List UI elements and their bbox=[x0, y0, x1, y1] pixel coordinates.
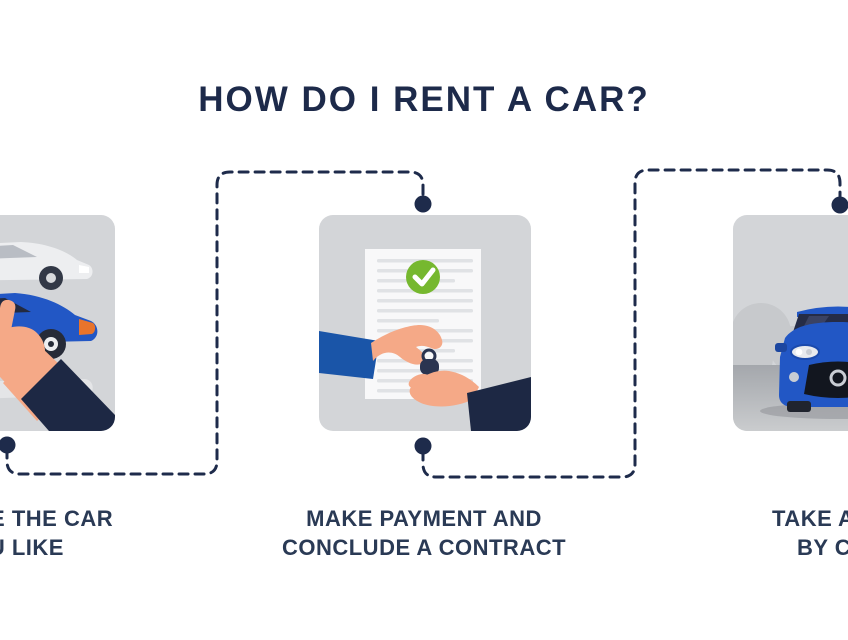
approved-checkmark-icon bbox=[406, 260, 440, 294]
step1-label: CHOOSE THE CAR YOU LIKE bbox=[0, 504, 113, 562]
step1-label-line2: YOU LIKE bbox=[0, 535, 64, 560]
fog-light bbox=[789, 372, 799, 382]
step3-label-line2: BY COURIER bbox=[797, 535, 848, 560]
white-car-side-icon bbox=[0, 242, 93, 290]
step3-illustration-panel bbox=[733, 215, 848, 431]
payment-contract-illustration bbox=[319, 249, 531, 431]
step3-label: TAKE A CAR BY COURIER bbox=[772, 504, 848, 562]
flow-dot-step1-bottom bbox=[0, 436, 16, 454]
step2-label-line1: MAKE PAYMENT AND bbox=[306, 506, 542, 531]
step1-illustration-panel bbox=[0, 215, 115, 431]
flow-dot-step2-top bbox=[414, 195, 432, 213]
flow-dot-step2-bottom bbox=[414, 437, 432, 455]
step2-label: MAKE PAYMENT AND CONCLUDE A CONTRACT bbox=[282, 504, 566, 562]
receiving-hand-icon bbox=[408, 370, 531, 431]
page-title: HOW DO I RENT A CAR? bbox=[198, 80, 650, 119]
flow-dot-step3-top bbox=[831, 196, 848, 214]
car-delivery-illustration bbox=[733, 303, 848, 431]
step2-label-line2: CONCLUDE A CONTRACT bbox=[281, 535, 567, 560]
choose-car-illustration bbox=[0, 242, 115, 431]
step1-label-line1: CHOOSE THE CAR bbox=[0, 506, 114, 531]
step2-illustration-panel bbox=[319, 215, 531, 431]
step3-label-line1: TAKE A CAR bbox=[772, 506, 848, 531]
